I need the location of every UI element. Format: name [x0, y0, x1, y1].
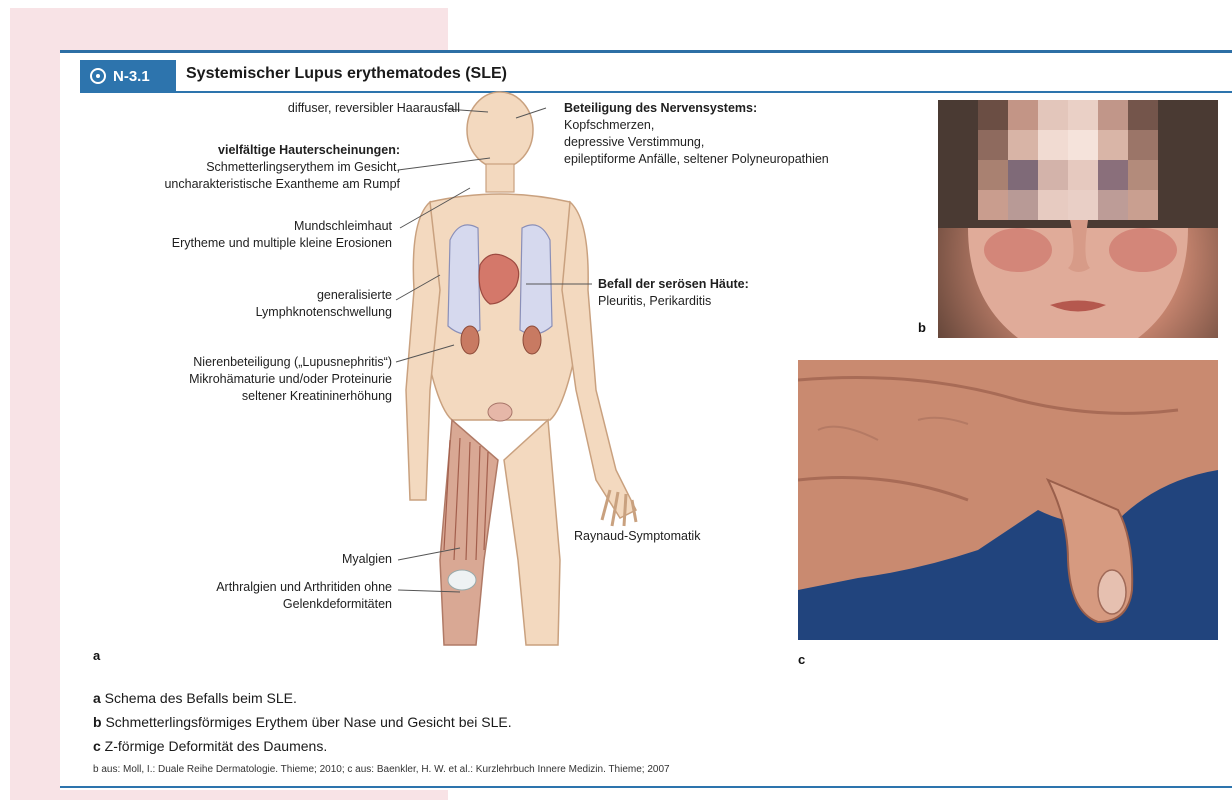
- caption-b-text: Schmetterlingsförmiges Erythem über Nase…: [102, 714, 512, 730]
- photo-face-butterfly-erythema: [938, 100, 1218, 338]
- label-raynaud: Raynaud-Symptomatik: [574, 528, 700, 545]
- label-lymph-2: Lymphknotenschwellung: [256, 304, 392, 321]
- label-skin-title: vielfältige Hauterscheinungen:: [218, 142, 400, 159]
- photo-thumb-deformity: [798, 360, 1218, 640]
- caption-b-letter: b: [93, 714, 102, 730]
- panel-letter-b: b: [918, 320, 926, 335]
- caption-a: a Schema des Befalls beim SLE.: [93, 690, 297, 706]
- label-nerve-title: Beteiligung des Nervensystems:: [564, 100, 757, 117]
- label-nerve-1: Kopfschmerzen,: [564, 117, 654, 134]
- label-lymph-1: generalisierte: [317, 287, 392, 304]
- caption-c-letter: c: [93, 738, 101, 754]
- label-hair: diffuser, reversibler Haarausfall: [288, 100, 460, 117]
- figure-bottom-rule: [60, 786, 1232, 788]
- label-arthralgia-1: Arthralgien und Arthritiden ohne: [216, 579, 392, 596]
- label-mouth-2: Erytheme und multiple kleine Erosionen: [172, 235, 392, 252]
- label-kidney-2: Mikrohämaturie und/oder Proteinurie: [189, 371, 392, 388]
- label-kidney-1: Nierenbeteiligung („Lupusnephritis“): [193, 354, 392, 371]
- label-kidney-3: seltener Kreatininerhöhung: [242, 388, 392, 405]
- panel-letter-c: c: [798, 652, 805, 667]
- label-mouth-1: Mundschleimhaut: [294, 218, 392, 235]
- label-skin-1: Schmetterlingserythem im Gesicht,: [206, 159, 400, 176]
- face-illustration: [938, 100, 1218, 338]
- label-arthralgia-2: Gelenkdeformitäten: [283, 596, 392, 613]
- caption-a-text: Schema des Befalls beim SLE.: [101, 690, 297, 706]
- label-nerve-3: epileptiforme Anfälle, seltener Polyneur…: [564, 151, 829, 168]
- hand-illustration: [798, 360, 1218, 640]
- label-serous-1: Pleuritis, Perikarditis: [598, 293, 711, 310]
- label-skin-2: uncharakteristische Exantheme am Rumpf: [164, 176, 400, 193]
- image-source-credit: b aus: Moll, I.: Duale Reihe Dermatologi…: [93, 764, 670, 775]
- label-myalgia: Myalgien: [342, 551, 392, 568]
- caption-b: b Schmetterlingsförmiges Erythem über Na…: [93, 714, 512, 730]
- panel-letter-a: a: [93, 648, 100, 663]
- caption-c: c Z-förmige Deformität des Daumens.: [93, 738, 327, 754]
- caption-c-text: Z-förmige Deformität des Daumens.: [101, 738, 327, 754]
- label-serous-title: Befall der serösen Häute:: [598, 276, 749, 293]
- label-nerve-2: depressive Verstimmung,: [564, 134, 704, 151]
- caption-a-letter: a: [93, 690, 101, 706]
